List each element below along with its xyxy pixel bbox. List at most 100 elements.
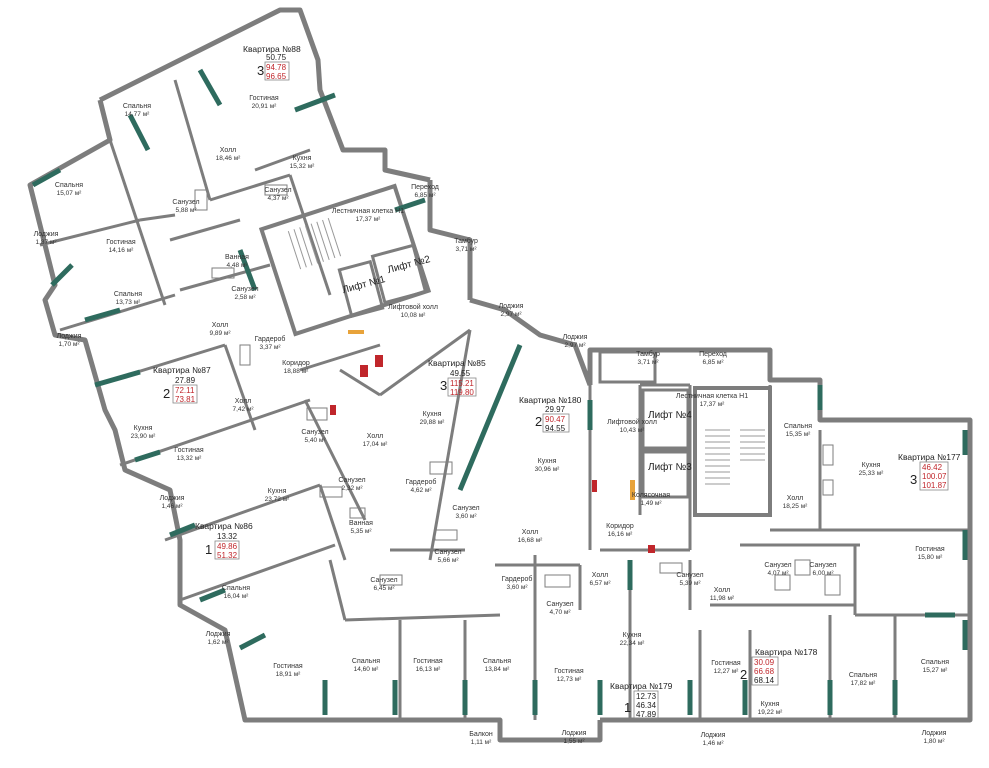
fixture — [794, 559, 811, 576]
room-area: 1,87 м² — [35, 239, 57, 246]
room-name: Ванная — [225, 254, 249, 261]
room-area: 4,48 м² — [226, 262, 248, 269]
room-area: 15,27 м² — [923, 667, 949, 674]
room-name: Кухня — [423, 411, 442, 418]
apartment-label-178: Квартира №178 2 30.09 66.68 68.14 — [740, 647, 818, 686]
room-name: Лоджия — [160, 495, 185, 502]
room-area: 22,34 м² — [620, 640, 646, 647]
room-area: 16,04 м² — [224, 593, 250, 600]
room-name: Санузел — [434, 549, 461, 556]
room-area: 25,33 м² — [859, 470, 885, 477]
window — [84, 307, 121, 323]
room-name: Лоджия — [57, 333, 82, 340]
room-name: Лестничная клетка Н1 — [676, 393, 748, 400]
room-name: Гардероб — [502, 575, 533, 583]
wall-i18 — [339, 368, 381, 397]
room-area: 11,98 м² — [710, 595, 735, 602]
fixture — [319, 486, 343, 498]
window — [31, 167, 62, 188]
room-name: Холл — [787, 495, 804, 502]
window — [199, 587, 226, 603]
wall-i8 — [169, 218, 241, 242]
room-area: 2,32 м² — [341, 485, 363, 492]
room-area: 1,70 м² — [58, 341, 80, 348]
apartment-title: Квартира №85 — [428, 358, 486, 368]
room-name: Лифтовой холл — [607, 418, 657, 426]
room-area: 6,45 м² — [373, 585, 395, 592]
room-name: Спальня — [483, 658, 511, 665]
room-name: Санузел — [764, 562, 791, 569]
window — [238, 632, 267, 651]
room-name: Кухня — [862, 462, 881, 469]
apartment-rooms: 3 — [440, 378, 447, 393]
window — [169, 522, 196, 538]
room-area: 18,25 м² — [783, 503, 809, 510]
vestibule-east — [598, 350, 657, 384]
apartment-living-area: 46.42 — [922, 463, 943, 472]
apartment-total-area: 119.80 — [450, 388, 474, 397]
room-area: 17,37 м² — [356, 216, 382, 223]
room-name: Коридор — [606, 523, 634, 530]
wall-north-west — [98, 7, 431, 183]
room-name: Лоджия — [562, 730, 587, 737]
room-area: 7,42 м² — [232, 406, 254, 413]
room-name: Кухня — [761, 701, 780, 708]
room-area: 3,71 м² — [455, 246, 477, 253]
fixture — [544, 574, 571, 588]
wall-i22 — [328, 559, 347, 621]
apartment-area: 100.07 — [922, 472, 947, 481]
fixtures — [194, 184, 841, 596]
window — [134, 449, 161, 463]
apartment-rooms: 3 — [257, 63, 264, 78]
wall-i14 — [164, 483, 321, 542]
room-area: 23,90 м² — [131, 433, 157, 440]
room-name: Санузел — [264, 187, 291, 194]
room-area: 1,46 м² — [161, 503, 183, 510]
fixture — [349, 507, 366, 519]
apartment-title: Квартира №87 — [153, 365, 211, 375]
room-name: Лоджия — [701, 732, 726, 739]
room-name: Колясочная — [632, 492, 670, 499]
lift-4-shaft — [641, 388, 690, 450]
stairwell-east — [693, 386, 772, 517]
room-area: 23,72 м² — [265, 496, 291, 503]
room-area: 14,77 м² — [125, 111, 151, 118]
room-area: 15,07 м² — [57, 190, 83, 197]
fixture — [434, 529, 458, 541]
room-name: Ванная — [349, 520, 373, 527]
room-area: 1,49 м² — [640, 500, 662, 507]
window — [457, 344, 523, 491]
lift-2-shaft — [370, 243, 428, 305]
room-name: Холл — [714, 587, 731, 594]
fixture — [306, 407, 328, 421]
windows — [31, 68, 968, 715]
room-name: Лоджия — [499, 303, 524, 310]
room-area: 10,08 м² — [401, 312, 427, 319]
wall-i21 — [428, 329, 472, 561]
room-name: Кухня — [623, 632, 642, 639]
room-name: Гостиная — [273, 663, 303, 670]
